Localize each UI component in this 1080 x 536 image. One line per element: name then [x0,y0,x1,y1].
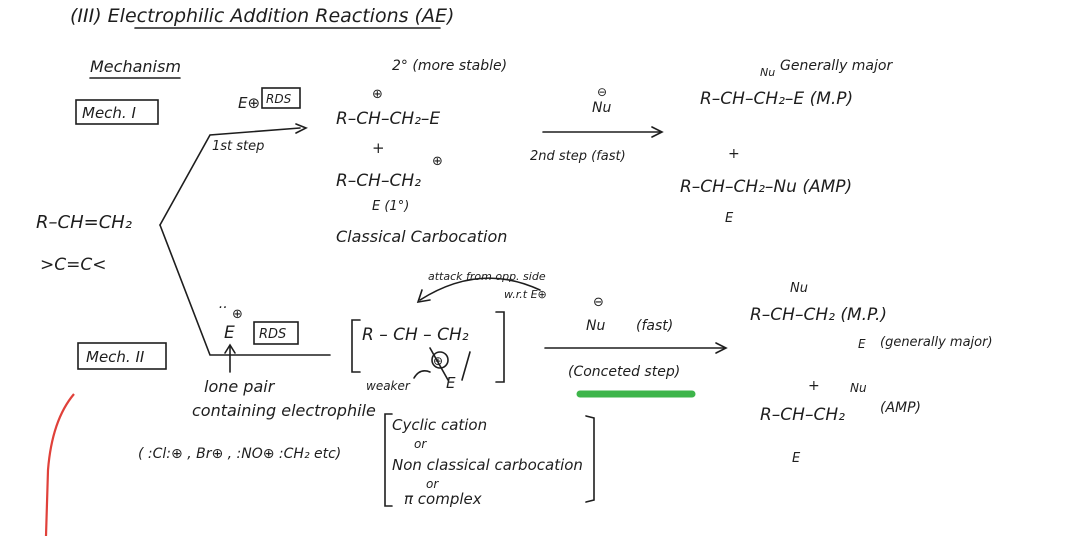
mech1-step2-arrowhead [651,126,664,138]
mech2-product-major-note: (generally major) [880,335,993,350]
carbocation-plus: + [372,139,385,157]
names-or-1: or [414,437,427,451]
mech2-rds: RDS [259,327,286,342]
carbocation-1-sub: E (1°) [372,199,409,214]
mech1-rds: RDS [266,92,292,106]
cyclic-bracket-left [351,319,361,373]
names-pi-complex: π complex [404,490,482,508]
cyclic-bond [429,347,449,381]
cyclic-bracket-right [495,311,505,383]
mech2-electrophile: E [224,323,235,343]
names-bracket-right [585,415,595,503]
branch-upper-arrowhead [295,123,308,134]
mech2-product-minor-nu: Nu [850,381,867,395]
mech1-step2: 2nd step (fast) [530,149,626,164]
classical-carbocation-label: Classical Carbocation [336,227,507,246]
mech2-concerted: (Conceted step) [568,364,680,380]
attack-arc [419,277,541,301]
mech2-label: Mech. II [86,348,145,366]
lone-pair-pointer-head [224,343,236,354]
mech1-product-minor: R–CH–CH₂–Nu (AMP) [680,177,852,197]
branch-lower-line [159,224,331,356]
mech1-label: Mech. I [82,104,136,122]
names-cyclic: Cyclic cation [392,416,487,434]
reactant-generic: >C=C< [40,255,106,275]
bond-break-mark [461,351,471,381]
mechanism-label: Mechanism [90,57,181,76]
carbocation-1: R–CH–CH₂ [336,171,421,191]
mech2-product-major: R–CH–CH₂ (M.P.) [750,305,887,325]
attack-note-1: attack from opp. side [428,270,546,283]
mech1-product-nu: Nu [760,66,775,79]
mech2-electrophile-charge: ⊕ [232,307,243,322]
mech2-fast: (fast) [636,318,673,334]
mech1-reagent: E⊕ [238,94,260,112]
branch-upper-line [159,127,301,226]
names-or-2: or [426,477,439,491]
weaker-label: weaker [366,379,411,393]
mech2-product-major-e: E [858,337,866,351]
cyclic-charge-circle [431,351,449,369]
names-bracket-left [384,413,393,507]
mech2-product-minor-e: E [792,451,801,466]
mech2-product-minor: R–CH–CH₂ [760,405,845,425]
attack-note-2: w.r.t E⊕ [504,288,547,301]
mech2-box [77,342,167,370]
mech1-product-major-note: Generally major [780,58,893,74]
mech2-nu: Nu [586,318,605,334]
mech2-rds-box [253,321,299,345]
mech1-nu-charge: ⊖ [597,85,607,99]
carbocation-2: R–CH–CH₂–E [336,109,440,129]
electrophile-examples: ( :Cl:⊕ , Br⊕ , :NO⊕ :CH₂ etc) [138,446,341,462]
mech2-arrowhead [715,342,728,354]
mech1-box [75,99,159,125]
lone-pair-note-2: containing electrophile [192,401,376,420]
mech2-product-plus: + [808,378,820,394]
cyclic-e: E [446,374,456,392]
carbocation-2-note: 2° (more stable) [392,58,507,74]
mech1-rds-box [261,87,301,109]
mech1-product-major: R–CH–CH₂–E (M.P) [700,89,853,109]
names-non-classical: Non classical carbocation [392,456,583,474]
mech2-nu-charge: ⊖ [593,295,604,310]
reactant: R–CH=CH₂ [36,212,132,233]
attack-arc-head [416,289,431,304]
mech2-lone-pair-dots: ·· [218,300,227,316]
page-heading: (III) Electrophilic Addition Reactions (… [70,5,454,27]
cyclic-cation: R – CH – CH₂ [362,325,469,345]
margin-line [44,393,75,536]
mech1-nu: Nu [592,100,611,116]
mech1-step1: 1st step [212,139,264,154]
mech2-product-nu: Nu [790,281,808,296]
carbocation-1-plus: ⊕ [432,154,443,169]
lone-pair-note-1: lone pair [204,377,276,396]
mech2-product-minor-note: (AMP) [880,400,921,416]
weaker-pointer [413,370,431,379]
carbocation-2-plus: ⊕ [372,87,383,102]
mech1-product-minor-e: E [725,211,734,226]
mech1-product-plus: + [728,146,740,162]
